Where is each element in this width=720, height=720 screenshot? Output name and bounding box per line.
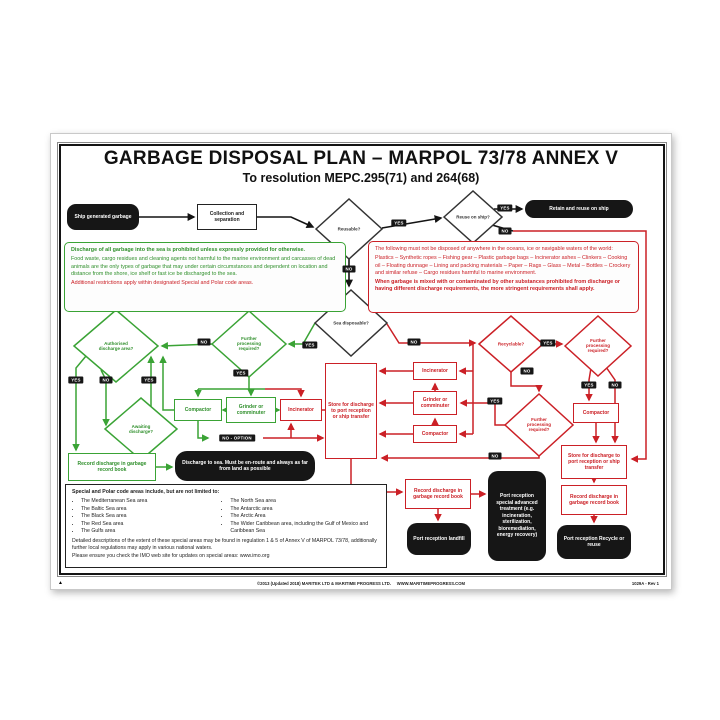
flowchart-wires (72, 189, 647, 524)
node-port-special-treatment: Port reception special advanced treatmen… (488, 471, 546, 561)
special-area-item: The Baltic Sea area (81, 506, 213, 513)
node-record-green: Record discharge in garbage record book (68, 453, 156, 481)
special-area-item: The Arctic Area (230, 513, 380, 520)
footer-ref: 1029A - Rev 1 (631, 581, 659, 586)
green-notice-note: Additional restrictions apply within des… (71, 280, 254, 287)
node-ship-generated-garbage: Ship generated garbage (67, 204, 139, 230)
chip-no-reuse: NO (498, 227, 512, 235)
chip-yes-further-mid: YES (487, 397, 503, 405)
red-notice-line2: Plastics – Synthetic ropes – Fishing gea… (375, 255, 631, 276)
chip-no-further-mid: NO (488, 452, 502, 460)
poster-title: GARBAGE DISPOSAL PLAN – MARPOL 73/78 ANN… (103, 148, 619, 169)
chip-yes-reuse: YES (497, 204, 513, 212)
authorised-area-diamond-shape (72, 309, 160, 383)
node-record-right: Record discharge in garbage record book (561, 485, 627, 515)
chip-yes-loop: YES (141, 376, 157, 384)
special-areas-col1: The Mediterranean Sea area The Baltic Se… (72, 498, 213, 536)
chip-no-reusable: NO (342, 265, 356, 273)
footer-website: WWW.MARITIMEPROGRESS.COM (396, 581, 465, 586)
node-collection-separation: Collection and separation (197, 204, 257, 230)
green-prohibition-notice: Discharge of all garbage into the sea is… (64, 242, 346, 312)
node-discharge-to-sea: Discharge to sea. Must be en-route and a… (175, 451, 315, 481)
label-authorised-area: Authorised discharge area? (98, 340, 134, 351)
red-notice-line1: The following must not be disposed of an… (375, 246, 613, 252)
label-reuse-on-ship: Reuse on ship? (456, 214, 490, 220)
label-sea-disposable: Sea disposable? (333, 320, 369, 326)
node-store-mid: Store for discharge to port reception or… (325, 363, 377, 459)
special-area-item: The North Sea area (230, 498, 380, 505)
label-awaiting-discharge: Awaiting discharge? (128, 423, 153, 434)
label-further-processing-green: Further processing required? (236, 336, 261, 352)
footer-copyright: ©2013 (Updated 2018) MARITEK LTD & MARIT… (257, 581, 391, 586)
node-compactor-green: Compactor (174, 399, 222, 421)
footer-center-text: ©2013 (Updated 2018) MARITEK LTD & MARIT… (51, 581, 671, 586)
node-grinder-red: Grinder or comminuter (413, 391, 457, 415)
red-prohibited-items-notice: The following must not be disposed of an… (368, 241, 639, 313)
chip-yes-authorised: YES (68, 376, 84, 384)
node-retain-reuse: Retain and reuse on ship (525, 200, 633, 218)
node-record-mid: Record discharge in garbage record book (405, 479, 471, 509)
chip-yes-sea-disposable: YES (302, 341, 318, 349)
node-store-right: Store for discharge to port reception or… (561, 445, 627, 479)
special-areas-note1: Detailed descriptions of the extent of t… (72, 537, 377, 551)
special-area-item: The Wider Caribbean area, including the … (230, 521, 380, 535)
chip-no-recyclable: NO (520, 367, 534, 375)
awaiting-discharge-diamond-shape (103, 397, 179, 461)
chip-no-further-right: NO (608, 381, 622, 389)
special-areas-box: Special and Polar code areas include, bu… (65, 484, 387, 568)
node-port-recycle: Port reception Recycle or reuse (557, 525, 631, 559)
special-area-item: The Antarctic area (230, 506, 380, 513)
label-further-processing-mid: Further processing required? (526, 417, 551, 433)
node-incinerator-red: Incinerator (413, 362, 457, 380)
further-processing-green-diamond-shape (210, 309, 288, 379)
chip-yes-reusable: YES (391, 219, 407, 227)
further-processing-mid-diamond-shape (503, 392, 575, 458)
special-area-item: The Red Sea area (81, 521, 213, 528)
chip-no-further-green: NO (197, 338, 211, 346)
node-incinerator-mid: Incinerator (280, 399, 322, 421)
label-further-processing-right: Further processing required? (585, 338, 610, 354)
footer-corner-marker: ▲ (58, 580, 63, 586)
reuse-on-ship-diamond-shape (442, 189, 504, 245)
chip-no-authorised: NO (99, 376, 113, 384)
special-areas-heading: Special and Polar code areas include, bu… (72, 489, 220, 495)
special-area-item: The Gulfs area (81, 528, 213, 535)
chip-no-option: NO - OPTION (219, 434, 255, 442)
chip-yes-further-right: YES (581, 381, 597, 389)
further-processing-right-diamond-shape (563, 314, 633, 378)
garbage-disposal-poster: GARBAGE DISPOSAL PLAN – MARPOL 73/78 ANN… (50, 133, 672, 590)
node-port-landfill: Port reception landfill (407, 523, 471, 555)
green-notice-body: Food waste, cargo residues and cleaning … (71, 256, 336, 277)
special-area-item: The Mediterranean Sea area (81, 498, 213, 505)
poster-frame (57, 142, 667, 577)
node-compactor-red: Compactor (413, 425, 457, 443)
node-compactor-right: Compactor (573, 403, 619, 423)
red-notice-line3: When garbage is mixed with or contaminat… (375, 279, 621, 293)
special-areas-note2: Please ensure you check the IMO web site… (72, 552, 270, 559)
node-grinder-green: Grinder or comminuter (226, 397, 276, 423)
green-notice-bold: Discharge of all garbage into the sea is… (71, 247, 305, 253)
chip-no-sea-disposable: NO (407, 338, 421, 346)
label-reusable: Reusable? (337, 226, 361, 232)
poster-subtitle: To resolution MEPC.295(71) and 264(68) (242, 171, 480, 185)
chip-yes-further-green: YES (233, 369, 249, 377)
special-area-item: The Black Sea area (81, 513, 213, 520)
label-recyclable: Recyclable? (497, 341, 525, 347)
special-areas-col2: The North Sea area The Antarctic area Th… (221, 498, 380, 536)
chip-yes-recyclable: YES (540, 339, 556, 347)
